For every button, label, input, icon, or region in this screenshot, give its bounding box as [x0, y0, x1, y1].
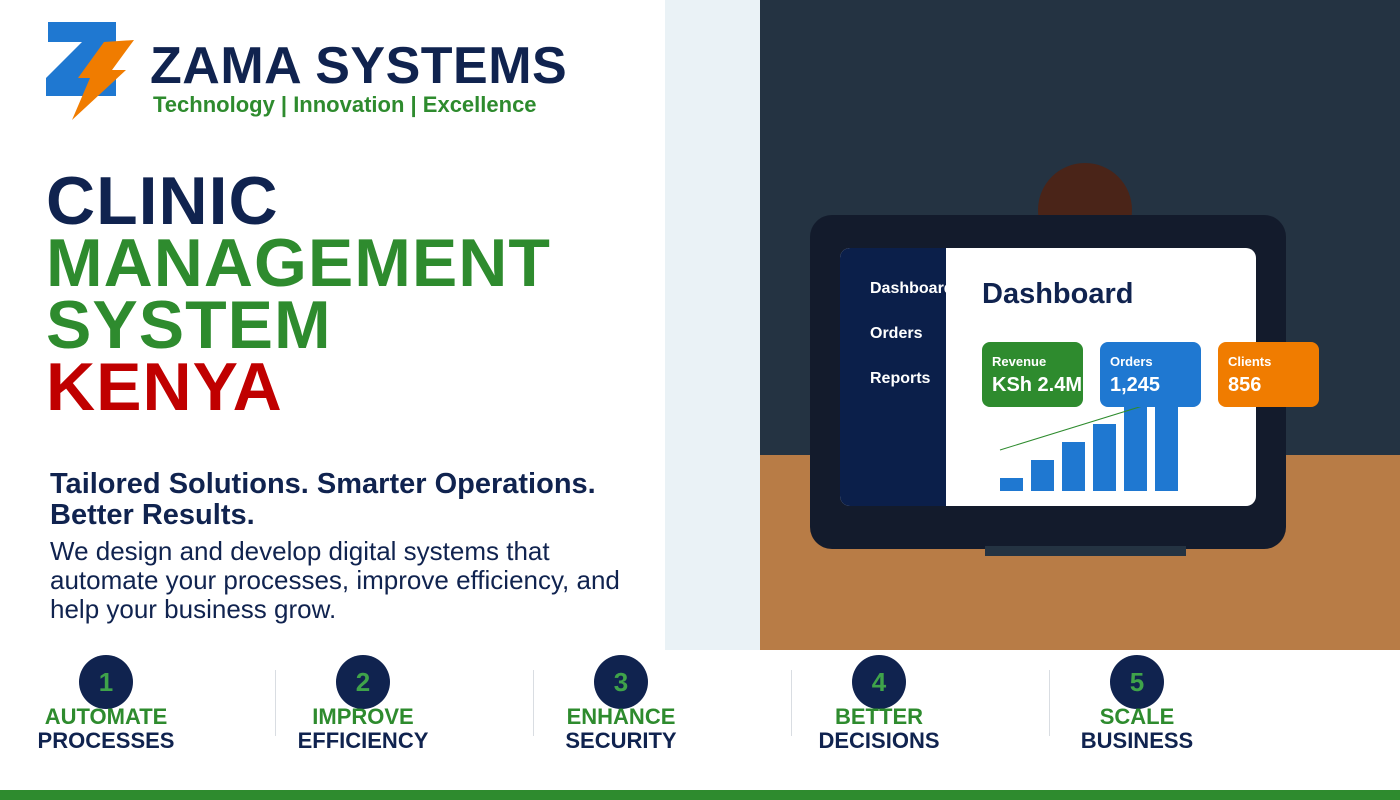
revenue-card-value: KSh 2.4M	[992, 374, 1083, 396]
clients-card: Clients 856	[1218, 342, 1319, 407]
chart-bar-6	[1155, 388, 1178, 491]
step-subtitle: PROCESSES	[37, 728, 175, 753]
step-enhance: 3 ENHANCE SECURITY	[521, 655, 721, 752]
orders-card: Orders 1,245	[1100, 342, 1201, 407]
revenue-card: Revenue KSh 2.4M	[982, 342, 1083, 407]
headline-line-1: CLINIC	[46, 163, 279, 239]
monitor-stand	[985, 546, 1186, 556]
chart-bar-1	[1000, 478, 1023, 491]
step-divider	[1049, 670, 1050, 736]
brand-tagline: Technology | Innovation | Excellence	[153, 92, 537, 117]
headline-line-4: KENYA	[46, 349, 283, 425]
sidebar-item-reports[interactable]: Reports	[870, 370, 931, 387]
step-improve: 2 IMPROVE EFFICIENCY	[263, 655, 463, 752]
dashboard-title: Dashboard	[982, 278, 1134, 310]
chart-bar-2	[1031, 460, 1054, 491]
step-automate: 1 AUTOMATE PROCESSES	[6, 655, 206, 752]
sidebar-item-dashboard[interactable]: Dashboard	[870, 280, 954, 297]
step-better: 4 BETTER DECISIONS	[779, 655, 979, 752]
step-subtitle: SECURITY	[565, 728, 677, 753]
step-title: IMPROVE	[312, 704, 414, 729]
chart-bar-5	[1124, 404, 1147, 491]
step-divider	[791, 670, 792, 736]
step-scale: 5 SCALE BUSINESS	[1037, 655, 1237, 752]
step-number: 4	[852, 655, 906, 709]
headline-line-3: SYSTEM	[46, 287, 332, 363]
step-title: SCALE	[1099, 704, 1175, 729]
step-title: BETTER	[835, 704, 923, 729]
dashboard-sidebar: Dashboard Orders Reports	[840, 248, 954, 506]
step-subtitle: BUSINESS	[1080, 728, 1194, 753]
clients-card-label: Clients	[1228, 354, 1272, 369]
clients-card-value: 856	[1228, 374, 1262, 396]
step-number: 1	[79, 655, 133, 709]
sidebar-item-orders[interactable]: Orders	[870, 325, 923, 342]
brand-name: ZAMA SYSTEMS	[150, 37, 568, 95]
step-subtitle: DECISIONS	[818, 728, 940, 753]
background-strip	[665, 0, 760, 650]
headline-line-2: MANAGEMENT	[46, 225, 551, 301]
zama-logo-icon	[46, 22, 134, 120]
step-number: 3	[594, 655, 648, 709]
step-title: AUTOMATE	[44, 704, 168, 729]
step-number: 5	[1110, 655, 1164, 709]
step-divider	[533, 670, 534, 736]
subheading: Tailored Solutions. Smarter Operations. …	[50, 468, 596, 531]
chart-bar-3	[1062, 442, 1085, 491]
chart-bar-4	[1093, 424, 1116, 491]
description: We design and develop digital systems th…	[50, 536, 620, 624]
orders-card-value: 1,245	[1110, 374, 1161, 396]
step-number: 2	[336, 655, 390, 709]
revenue-card-label: Revenue	[992, 354, 1047, 369]
orders-card-label: Orders	[1110, 354, 1153, 369]
step-title: ENHANCE	[566, 704, 676, 729]
step-subtitle: EFFICIENCY	[297, 728, 429, 753]
step-divider	[275, 670, 276, 736]
bottom-accent-bar	[0, 790, 1400, 800]
dashboard-bar-chart	[999, 388, 1178, 491]
